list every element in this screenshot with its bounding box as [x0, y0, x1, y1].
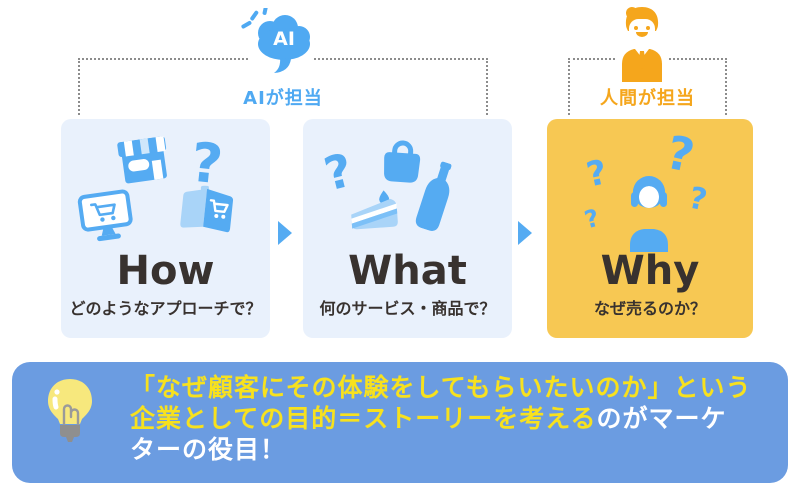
takeaway-text: 「なぜ顧客にその体験をしてもらいたいのか」という 企業としての目的＝ストーリーを… [130, 372, 780, 465]
takeaway-line-2: 企業としての目的＝ストーリーを考えるのがマーケ [130, 404, 727, 433]
cake-icon [351, 190, 398, 230]
question-mark-icon: ? [318, 142, 358, 202]
open-book-cart-icon [180, 185, 234, 233]
businessman-icon [616, 7, 668, 82]
lightbulb-icon [48, 379, 92, 442]
question-mark-icon: ? [685, 180, 710, 219]
step-subtitle: なぜ売るのか？ [593, 299, 706, 318]
takeaway-line-3: ターの役目！ [130, 435, 287, 464]
question-mark-icon: ? [661, 124, 700, 184]
takeaway-banner: 「なぜ顧客にその体験をしてもらいたいのか」という 企業としての目的＝ストーリーを… [12, 362, 788, 483]
ai-caption: AIが担当 [243, 88, 323, 109]
question-mark-icon: ? [583, 152, 611, 196]
step-title: Why [600, 248, 700, 294]
bottle-icon [415, 161, 452, 231]
arrow-right-icon [278, 221, 292, 245]
takeaway-line-1: 「なぜ顧客にその体験をしてもらいたいのか」という [130, 373, 752, 402]
step-box-what: ? What 何のサービス・商品で？ [303, 119, 512, 338]
ai-badge-label: AI [273, 28, 295, 50]
step-subtitle: どのようなアプローチで？ [69, 299, 262, 318]
handbag-icon [384, 140, 421, 183]
ai-brain-cloud-icon: AI [241, 8, 314, 73]
monitor-cart-icon [77, 189, 133, 242]
arrow-right-icon [518, 221, 532, 245]
question-mark-icon: ? [581, 203, 603, 235]
storefront-icon [117, 136, 167, 184]
step-title: How [116, 248, 215, 294]
thinking-person-icon [630, 176, 668, 252]
step-box-how: ? How どのようなアプローチで？ [61, 119, 270, 338]
step-title: What [348, 248, 467, 294]
step-subtitle: 何のサービス・商品で？ [319, 299, 496, 318]
human-caption: 人間が担当 [600, 88, 695, 109]
step-box-why: ? ? ? ? Why なぜ売るのか？ [547, 119, 753, 338]
